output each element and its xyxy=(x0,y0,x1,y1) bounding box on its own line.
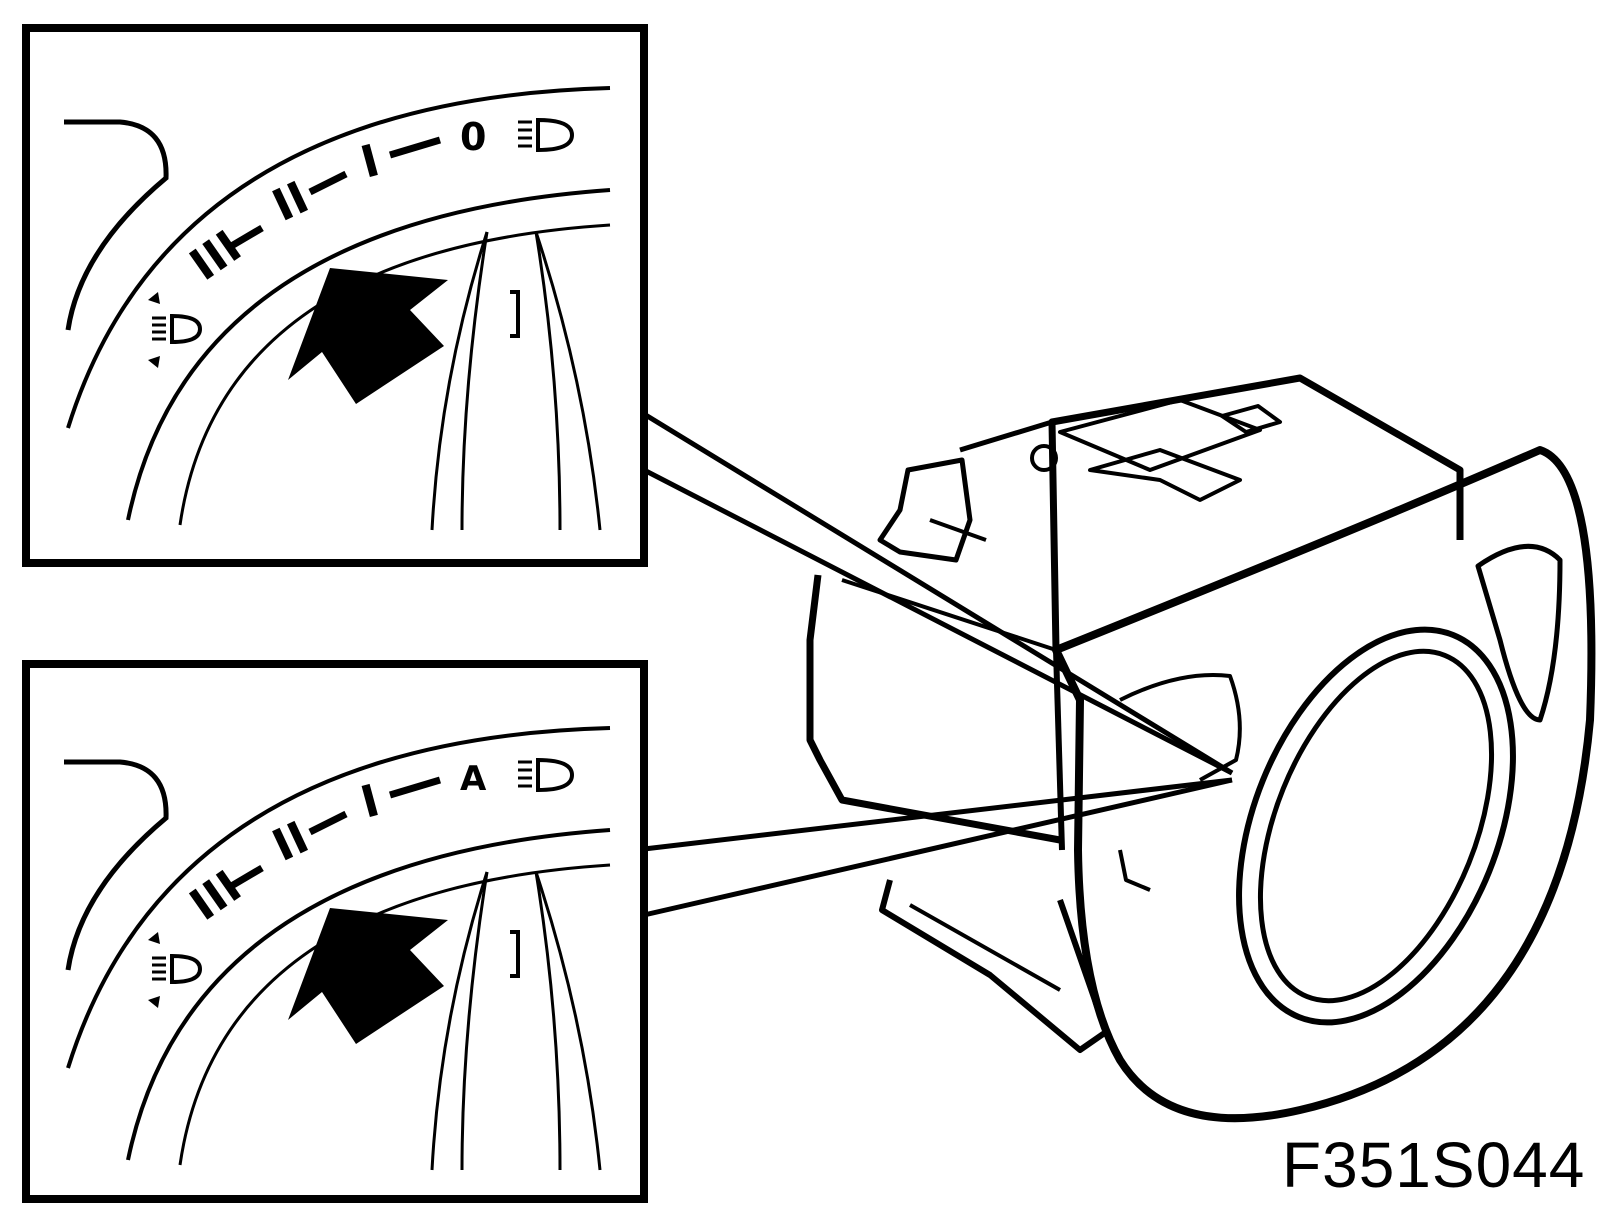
headlamp-icon xyxy=(518,117,575,153)
scale-label-off: 0 xyxy=(460,115,486,159)
arrow-up-left-icon xyxy=(288,908,448,1044)
headlamp-leveling-icon xyxy=(148,932,203,1008)
headlamp-leveling-icon xyxy=(148,292,203,368)
scale-label-auto: A xyxy=(460,759,487,799)
figure-code: F351S044 xyxy=(1282,1129,1586,1201)
switch-housing xyxy=(806,374,1596,1123)
headlamp-icon xyxy=(518,757,575,793)
callout-lines xyxy=(642,411,1234,918)
bottom-panel: III II I A xyxy=(22,660,648,1203)
arrow-up-left-icon xyxy=(288,268,448,404)
